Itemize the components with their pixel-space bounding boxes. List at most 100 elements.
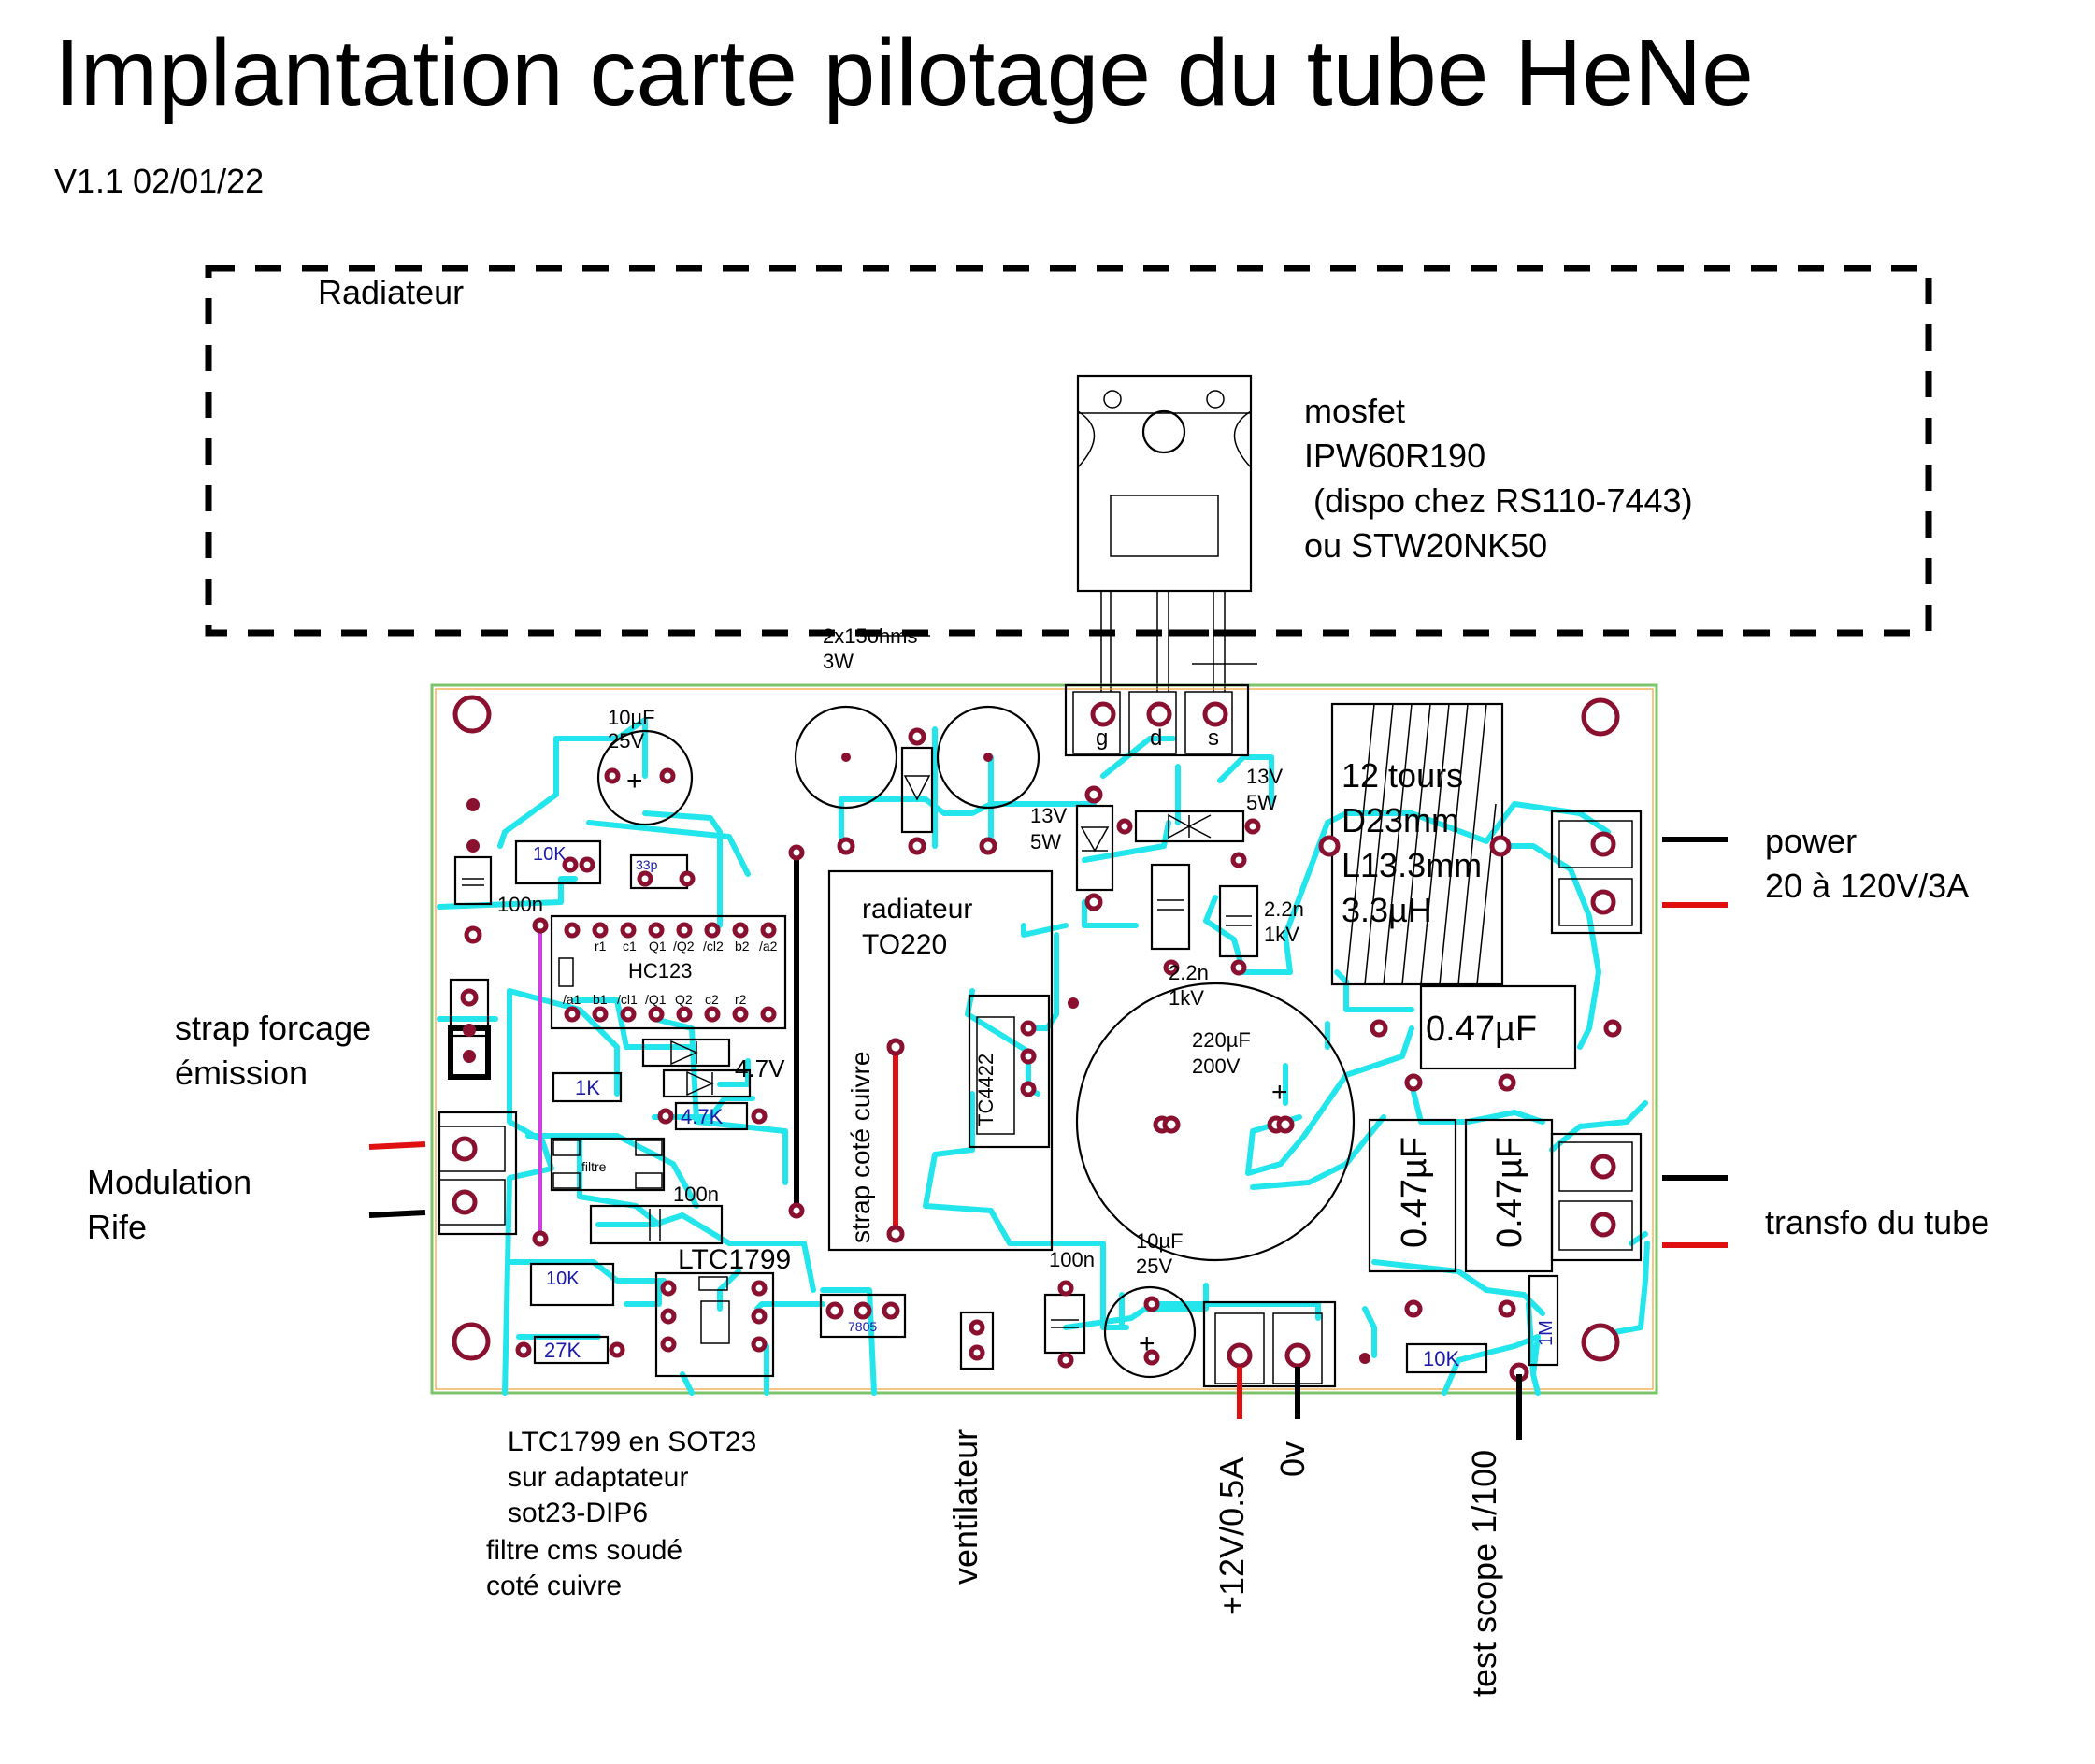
cap-100n-mid [589, 1204, 724, 1245]
hc123-pin: c1 [623, 939, 637, 954]
res-1m-label: 1M [1536, 1320, 1557, 1346]
res-1k [552, 1071, 623, 1103]
ltc-note-2: sur adaptateur [508, 1462, 688, 1493]
mosfet-label-3: (dispo chez RS110-7443) [1313, 481, 1693, 520]
zener-13v-a-label-2: 5W [1030, 830, 1061, 853]
res-27k [533, 1335, 610, 1365]
modulation-connector [438, 1111, 518, 1236]
mosfet-socket [1064, 683, 1250, 757]
cap-10uf-top-label-2: 25V [608, 729, 644, 753]
test-scope-label: test scope 1/100 [1465, 1450, 1503, 1697]
zener-13v-a-label-1: 13V [1030, 804, 1067, 827]
cap-220uf-label-1: 220µF [1192, 1028, 1251, 1052]
power-label-1: power [1765, 822, 1857, 860]
hc123-pin: /Q1 [645, 992, 667, 1007]
res-1k-label: 1K [575, 1076, 600, 1099]
regulator-7805 [819, 1293, 907, 1339]
ic-hc123 [550, 914, 787, 1030]
driver-tc4422-label: TC4422 [974, 1054, 997, 1126]
hc123-pin: Q1 [649, 939, 667, 954]
res-10k-scope-label: 10K [1423, 1347, 1459, 1370]
plus-sign: + [1139, 1328, 1155, 1359]
strap-forcage-label-1: strap forcage [175, 1009, 371, 1047]
inductor-windings [1345, 703, 1497, 985]
zener-13v-a [1075, 804, 1114, 892]
to220-heatsink-label-2: TO220 [862, 929, 947, 960]
plus-sign: + [1271, 1077, 1288, 1108]
plus-sign: + [626, 766, 643, 796]
cap-047-v1 [1368, 1118, 1457, 1273]
inductor-coil [1330, 702, 1504, 986]
hc123-pin: /a1 [563, 992, 581, 1007]
cap-10uf-top-label-1: 10µF [608, 706, 655, 729]
hc123-bottom-pads [564, 1006, 777, 1023]
cap-2n2-a [1150, 863, 1191, 951]
page-title: Implantation carte pilotage du tube HeNe [54, 21, 1754, 125]
hc123-pin: /cl1 [617, 992, 638, 1007]
cap-10uf-top [596, 729, 694, 826]
mounting-hole [1581, 697, 1620, 737]
inductor-label-3: L13.3mm [1342, 846, 1482, 884]
hc123-pin: b2 [735, 939, 750, 954]
cap-100n-left-label: 100n [497, 893, 543, 916]
cap-220uf-label-2: 200V [1192, 1054, 1241, 1078]
res-10k-bot [529, 1262, 615, 1307]
mosfet-label-4: ou STW20NK50 [1304, 526, 1547, 565]
ltc-note-3: sot23-DIP6 [508, 1498, 648, 1528]
cap-2n2-b [1218, 884, 1259, 958]
hc123-pin: /cl2 [703, 939, 724, 954]
cap-047-v1-label: 0.47µF [1395, 1137, 1434, 1248]
pcb-board [430, 683, 1658, 1395]
fan-label: ventilateur [946, 1429, 984, 1585]
zener-13v-b [1134, 810, 1245, 843]
cap-2n2-b-label-1: 2.2n [1264, 897, 1304, 921]
power-label-2: 20 à 120V/3A [1765, 867, 1969, 905]
res-4k7 [674, 1101, 749, 1131]
mounting-hole [452, 1322, 491, 1361]
zener-13v-b-label-2: 5W [1246, 791, 1277, 814]
strap-copper-label: strap coté cuivre [846, 1052, 875, 1243]
cap-2n2-b-label-2: 1kV [1264, 923, 1299, 946]
zener-13v-b-label-1: 13V [1246, 765, 1283, 788]
cap-10uf-bot-label-1: 10µF [1136, 1229, 1184, 1253]
res-10k-bot-label: 10K [546, 1269, 580, 1289]
power-connector [1550, 810, 1643, 935]
resistor-15ohm-b [936, 705, 1040, 810]
zener-4v7-label: 4.7V [735, 1054, 785, 1083]
cap-100n-bot-label: 100n [1049, 1248, 1095, 1271]
hc123-pin: r1 [595, 939, 607, 954]
res-2x15-label-2: 3W [823, 650, 854, 673]
transfo-connector [1550, 1132, 1643, 1262]
to220-heatsink-label-1: radiateur [862, 894, 972, 925]
cap-047-h [1419, 984, 1577, 1070]
cap-2n2-a-label-1: 2.2n [1169, 961, 1209, 984]
ltc-note-4: filtre cms soudé [486, 1535, 682, 1566]
zener-4v7-a [641, 1038, 731, 1068]
pin-g: g [1096, 725, 1108, 751]
regulator-7805-label: 7805 [848, 1319, 877, 1334]
zener-4v7-b [662, 1068, 752, 1098]
mosfet-label-2: IPW60R190 [1304, 437, 1485, 475]
cap-33p-label: 33p [636, 857, 658, 872]
hc123-pin: r2 [735, 992, 747, 1007]
filter-smd [550, 1137, 666, 1192]
mounting-hole [452, 695, 492, 734]
hc123-pin: b1 [593, 992, 608, 1007]
power-12v-connector [1202, 1300, 1337, 1388]
cap-220uf [1075, 982, 1356, 1262]
pin-s: s [1208, 725, 1219, 751]
v0-label: 0v [1273, 1441, 1312, 1477]
ltc1799-label: LTC1799 [678, 1244, 791, 1275]
res-1m [1528, 1274, 1559, 1367]
v12-label: +12V/0.5A [1213, 1457, 1251, 1615]
res-4k7-label: 4.7K [681, 1105, 724, 1128]
ltc-note-1: LTC1799 en SOT23 [508, 1427, 756, 1457]
cap-10uf-bot [1103, 1285, 1197, 1379]
transfo-label: transfo du tube [1765, 1203, 1989, 1241]
hc123-pin: /a2 [759, 939, 778, 954]
cap-100n-mid-label: 100n [673, 1183, 719, 1206]
resistor-15ohm-a [794, 705, 898, 810]
res-10k-scope [1405, 1342, 1488, 1374]
heatsink-label: Radiateur [318, 273, 464, 311]
ic-ltc1799 [654, 1271, 775, 1378]
